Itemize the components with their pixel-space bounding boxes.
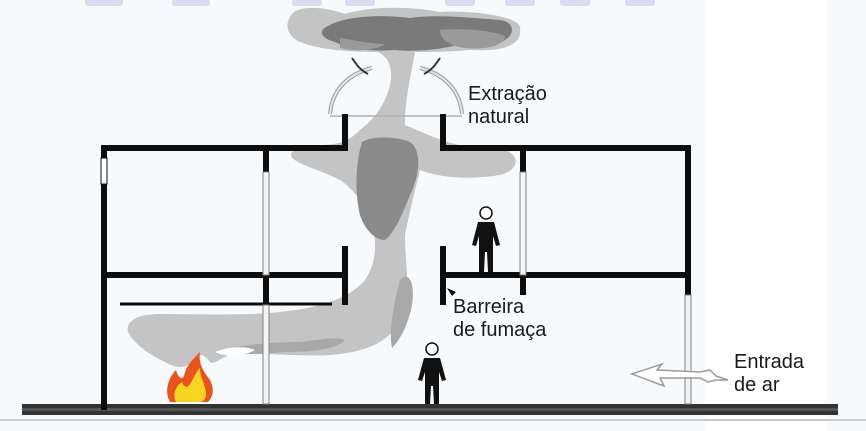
- watermark-block: [172, 0, 210, 6]
- watermark-block: [625, 0, 655, 6]
- left-arrow-icon: [629, 362, 729, 388]
- barrier-marker: [447, 288, 456, 296]
- extraction-label-line1: Extração: [468, 83, 547, 105]
- watermark-block: [345, 0, 375, 6]
- air-inlet-label: Entrada de ar: [734, 351, 804, 397]
- barrier-label-line1: Barreira: [453, 296, 525, 318]
- person-icon: [418, 342, 446, 404]
- ground-slab: [0, 404, 866, 421]
- air-inlet-label-line2: de ar: [734, 374, 780, 396]
- glazed-partitions: [100, 157, 692, 405]
- extraction-label: Extração natural: [468, 83, 547, 129]
- building-walls: [101, 114, 691, 410]
- watermark-block: [505, 0, 535, 6]
- air-inlet-label-line1: Entrada: [734, 351, 805, 373]
- barrier-label-line2: de fumaça: [453, 319, 547, 341]
- fire-icon: [167, 352, 213, 402]
- watermark-block: [292, 0, 322, 6]
- watermark-block: [560, 0, 590, 6]
- person-icon: [472, 206, 500, 272]
- extraction-label-line2: natural: [468, 106, 530, 128]
- watermark-block: [85, 0, 123, 6]
- smoke-plume: [127, 7, 521, 368]
- barrier-label: Barreira de fumaça: [453, 296, 546, 342]
- watermark-block: [445, 0, 475, 6]
- background-panel: [705, 0, 827, 431]
